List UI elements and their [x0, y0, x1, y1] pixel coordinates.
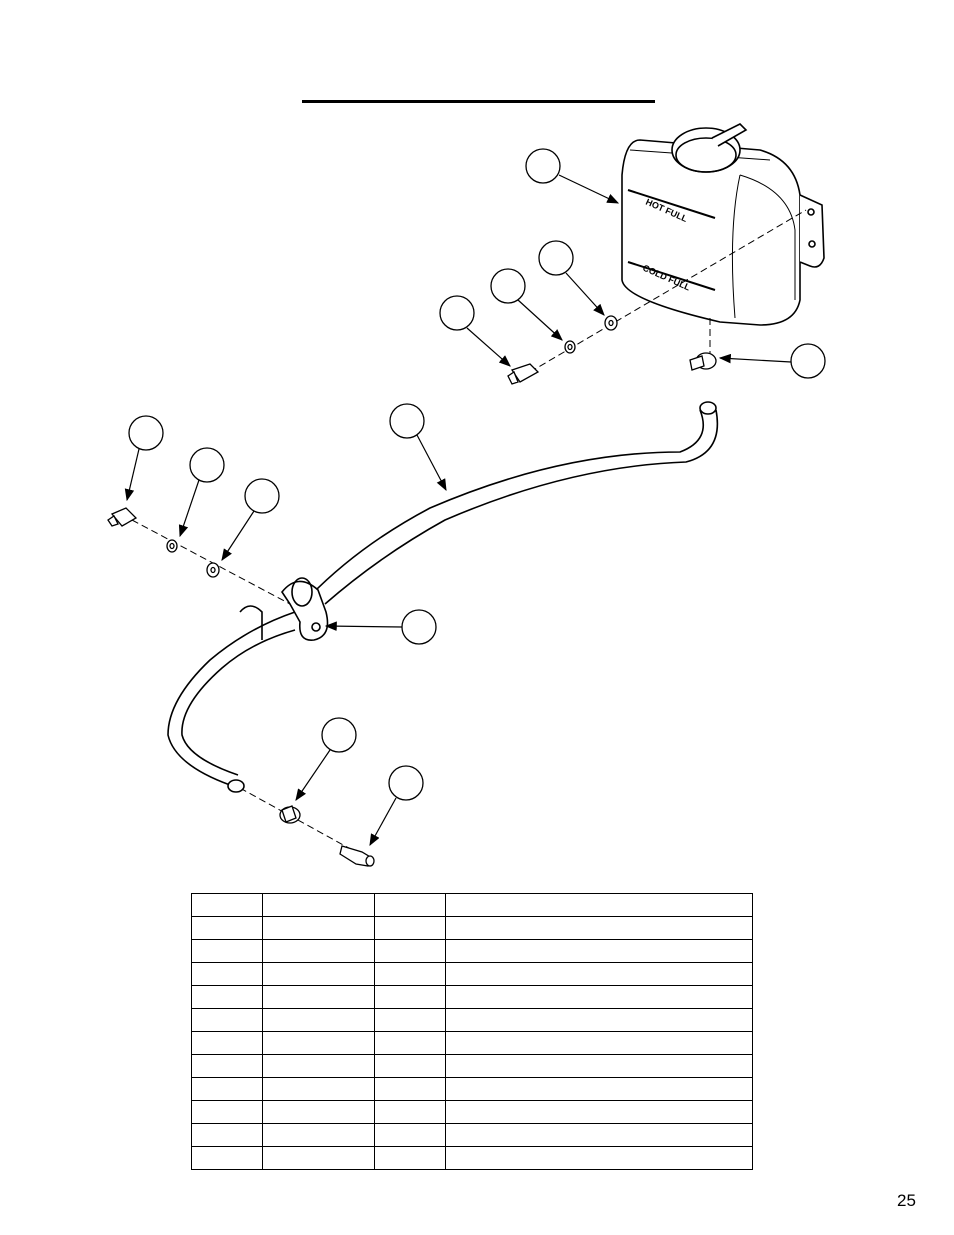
- table-header-cell: [445, 893, 753, 917]
- callout-leaders: [124, 174, 792, 847]
- clip-bolt: [107, 507, 138, 527]
- table-cell: [445, 1008, 753, 1032]
- table-cell: [191, 1100, 263, 1124]
- table-cell: [374, 1123, 446, 1147]
- table-cell: [262, 962, 375, 986]
- coolant-hose: [167, 401, 719, 793]
- table-row: [191, 1031, 753, 1055]
- table-cell: [191, 1123, 263, 1147]
- table-row: [191, 1008, 753, 1032]
- table-cell: [262, 1031, 375, 1055]
- table-cell: [262, 1077, 375, 1101]
- table-cell: [374, 1031, 446, 1055]
- table-cell: [262, 985, 375, 1009]
- callout-balloon: [790, 343, 826, 379]
- callout-balloon: [389, 403, 425, 439]
- callout-balloon: [244, 478, 280, 514]
- hose-clip: [281, 577, 329, 641]
- table-cell: [445, 1031, 753, 1055]
- table-cell: [445, 1123, 753, 1147]
- table-cell: [374, 1146, 446, 1170]
- table-header-cell: [191, 893, 263, 917]
- table-cell: [191, 962, 263, 986]
- table-cell: [445, 1077, 753, 1101]
- tank-bolt: [507, 363, 540, 385]
- callout-balloon: [525, 148, 561, 184]
- table-row: [191, 1077, 753, 1101]
- table-cell: [445, 962, 753, 986]
- table-cell: [191, 916, 263, 940]
- table-cell: [262, 1054, 375, 1078]
- tank-flat-washer: [604, 315, 618, 331]
- table-row: [191, 1146, 753, 1170]
- table-cell: [445, 939, 753, 963]
- coolant-reservoir-tank: [621, 123, 825, 326]
- table-cell: [374, 939, 446, 963]
- table-cell: [374, 1077, 446, 1101]
- callout-balloon: [189, 447, 225, 483]
- tank-lock-washer: [564, 340, 576, 354]
- table-row: [191, 985, 753, 1009]
- table-cell: [445, 1054, 753, 1078]
- table-cell: [445, 1146, 753, 1170]
- table-cell: [191, 1077, 263, 1101]
- table-row: [191, 939, 753, 963]
- table-cell: [191, 985, 263, 1009]
- table-row: [191, 1100, 753, 1124]
- table-cell: [374, 1008, 446, 1032]
- callout-balloon: [388, 765, 424, 801]
- page-number: 25: [897, 1191, 916, 1210]
- table-cell: [262, 1100, 375, 1124]
- table-cell: [262, 1123, 375, 1147]
- tank-hose-clamp: [689, 352, 717, 371]
- table-row: [191, 916, 753, 940]
- table-cell: [191, 1054, 263, 1078]
- title-underline: [302, 100, 655, 103]
- clip-lock-washer: [166, 539, 178, 553]
- parts-list-table: [191, 893, 753, 1170]
- callout-balloon: [128, 415, 164, 451]
- callout-balloon: [401, 609, 437, 645]
- table-cell: [262, 939, 375, 963]
- table-cell: [374, 985, 446, 1009]
- table-header-row: [191, 893, 753, 917]
- table-row: [191, 1054, 753, 1078]
- callout-balloon: [538, 240, 574, 276]
- table-header-cell: [374, 893, 446, 917]
- callout-balloon: [321, 717, 357, 753]
- table-cell: [445, 1100, 753, 1124]
- table-cell: [374, 1100, 446, 1124]
- callout-balloons: [128, 148, 826, 801]
- table-cell: [191, 1146, 263, 1170]
- table-cell: [374, 916, 446, 940]
- table-cell: [191, 1008, 263, 1032]
- table-cell: [445, 916, 753, 940]
- table-cell: [262, 1008, 375, 1032]
- coolant-reservoir-exploded-view: HOT FULL COLD FULL: [107, 123, 826, 867]
- table-cell: [374, 1054, 446, 1078]
- barbed-fitting: [339, 845, 375, 867]
- callout-balloon: [490, 268, 526, 304]
- lower-hose-clamp: [279, 805, 301, 824]
- table-row: [191, 1123, 753, 1147]
- callout-balloon: [439, 295, 475, 331]
- table-cell: [445, 985, 753, 1009]
- table-cell: [191, 939, 263, 963]
- table-cell: [374, 962, 446, 986]
- table-row: [191, 962, 753, 986]
- table-cell: [262, 1146, 375, 1170]
- table-header-cell: [262, 893, 375, 917]
- table-cell: [191, 1031, 263, 1055]
- table-cell: [262, 916, 375, 940]
- clip-flat-washer: [206, 562, 220, 578]
